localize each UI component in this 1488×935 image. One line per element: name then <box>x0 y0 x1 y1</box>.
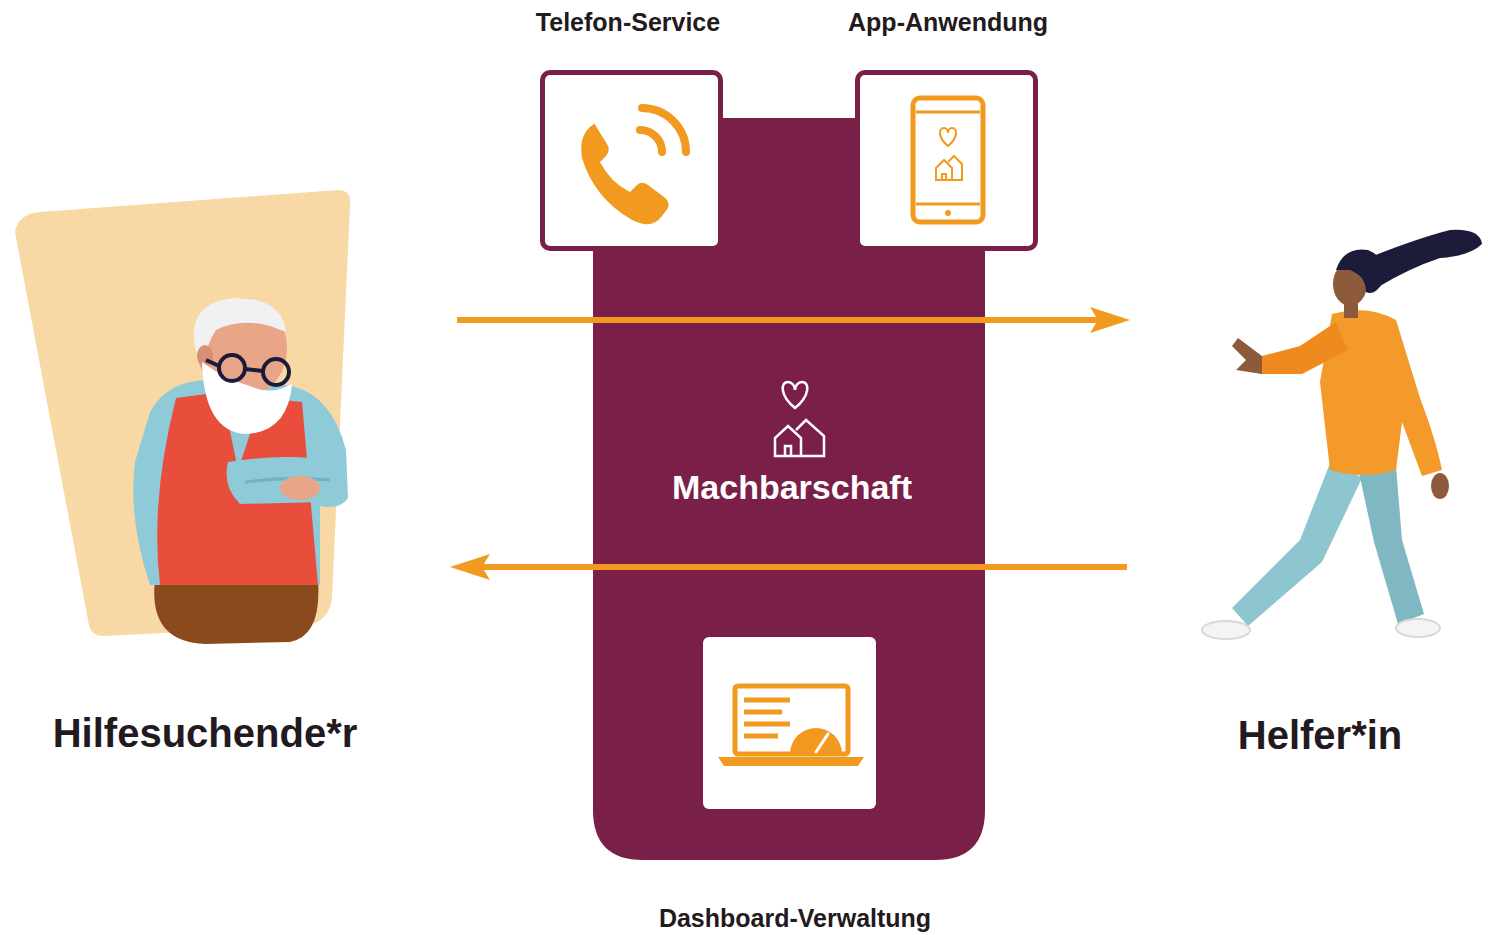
flow-arrow <box>472 564 1127 570</box>
person-group: Helfer*in <box>1140 185 1480 760</box>
trousers <box>154 580 318 644</box>
signal-arc <box>642 108 686 152</box>
flow-arrow <box>457 317 1108 323</box>
heart-mini <box>940 128 956 146</box>
logo-mark <box>775 382 824 456</box>
laptop-base <box>718 757 864 766</box>
person-group: Hilfesuchende*r <box>15 185 445 760</box>
hand <box>1431 473 1449 499</box>
shoe <box>1202 621 1250 639</box>
logo-house <box>775 420 824 456</box>
node-label: Helfer*in <box>1238 712 1403 758</box>
shoe <box>1396 619 1440 637</box>
gauge-needle <box>816 734 828 752</box>
phone-icon <box>581 108 686 224</box>
signal-arc <box>640 130 662 152</box>
ponytail <box>1368 230 1482 286</box>
helper-illustration <box>1202 230 1482 639</box>
beard <box>202 362 292 434</box>
armchair-backdrop <box>15 190 350 636</box>
house-mini <box>936 156 962 180</box>
pants-leg <box>1232 458 1362 626</box>
dashboard-card: Dashboard-Verwaltung <box>703 637 876 809</box>
crossed-arm <box>227 457 343 504</box>
service-card: App-Anwendung <box>855 70 1038 251</box>
node-label: Telefon-Service <box>536 8 720 37</box>
brand-name: Machbarschaft <box>672 468 912 507</box>
hand <box>1232 338 1262 374</box>
node-label: App-Anwendung <box>848 8 1048 37</box>
laptop-icon <box>718 686 864 766</box>
phone-body <box>913 98 983 222</box>
pants-leg <box>1358 466 1424 624</box>
dashboard-lines <box>744 700 790 736</box>
node-label: Hilfesuchende*r <box>53 710 358 756</box>
hands <box>280 476 320 500</box>
phone-screen <box>916 112 980 204</box>
gauge <box>790 728 842 754</box>
glasses-lens <box>219 355 245 381</box>
seeker-illustration <box>15 190 350 644</box>
glasses-bridge <box>206 360 263 371</box>
node-label: Dashboard-Verwaltung <box>659 904 931 933</box>
logo-heart <box>783 382 808 408</box>
glasses-lens <box>263 359 289 385</box>
handset <box>581 124 668 225</box>
service-card: Telefon-Service <box>540 70 723 251</box>
laptop-screen <box>735 686 848 754</box>
extended-arm <box>1260 322 1348 374</box>
hair <box>1336 249 1383 293</box>
home-button <box>945 210 951 216</box>
platform-band: Dashboard-Verwaltung Machbarschaft <box>593 118 985 860</box>
smartphone-icon <box>913 98 983 222</box>
